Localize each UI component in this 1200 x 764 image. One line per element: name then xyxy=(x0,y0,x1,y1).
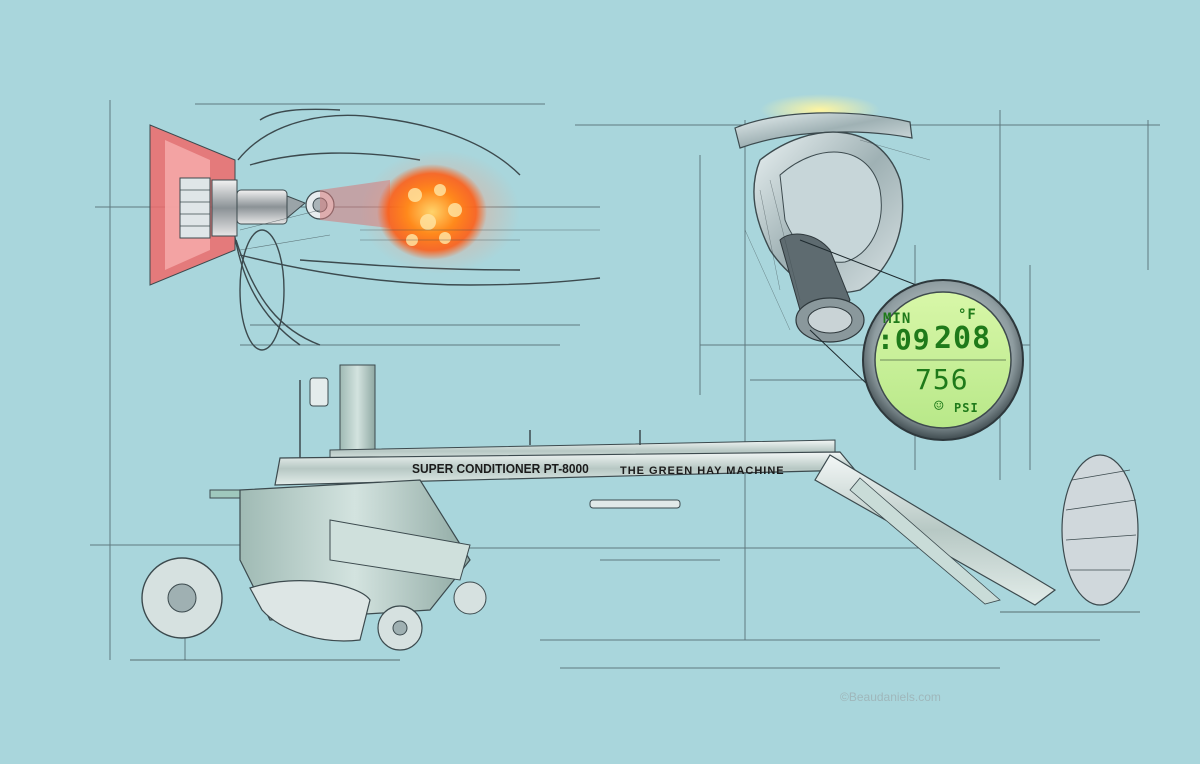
machine-banner-right: THE GREEN HAY MACHINE xyxy=(620,465,785,477)
lcd-min-label: MIN xyxy=(883,311,912,327)
lcd-pressure-unit: PSI xyxy=(954,401,979,415)
lcd-minutes: :09 xyxy=(877,323,931,356)
lcd-pressure: 756 xyxy=(915,363,969,396)
fire-flare xyxy=(377,164,487,260)
watermark: ©Beaudaniels.com xyxy=(840,690,941,704)
lcd-face-icon: ☺ xyxy=(934,396,945,415)
lcd-temp-unit: °F xyxy=(958,307,977,323)
lcd-temperature: 208 xyxy=(934,321,992,356)
machine-banner-left: SUPER CONDITIONER PT-8000 xyxy=(412,461,589,476)
